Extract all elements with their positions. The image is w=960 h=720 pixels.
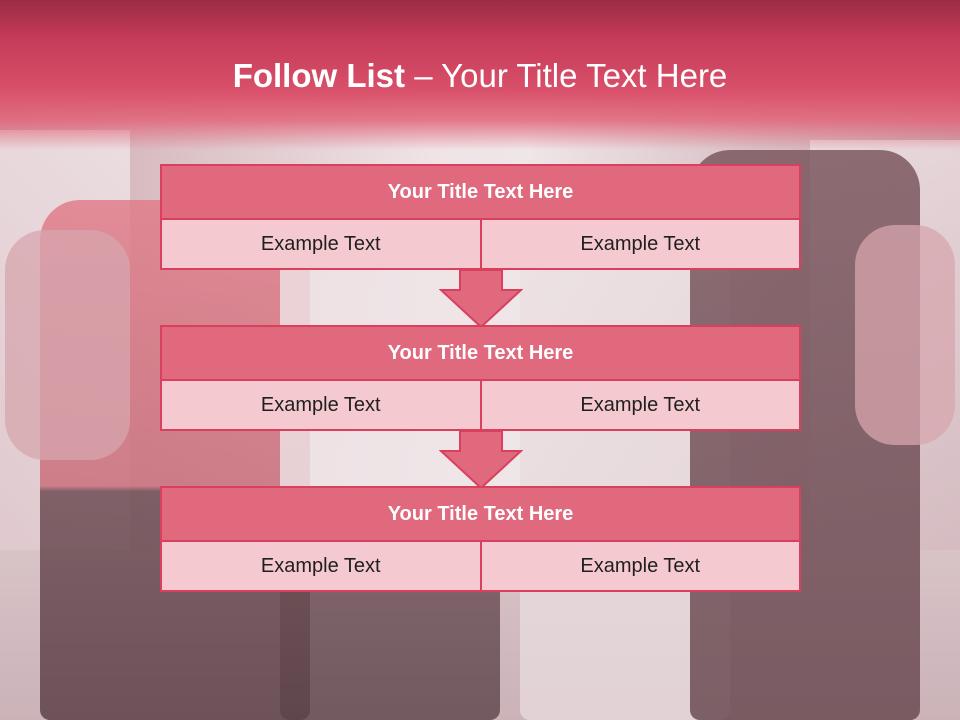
block-title: Your Title Text Here bbox=[160, 325, 801, 381]
header-band bbox=[0, 0, 960, 150]
block-cell-right: Example Text bbox=[481, 542, 801, 592]
block-row: Example Text Example Text bbox=[160, 381, 801, 431]
slide-title-rest: – Your Title Text Here bbox=[405, 57, 728, 94]
down-arrow-icon bbox=[439, 431, 523, 489]
block-row: Example Text Example Text bbox=[160, 220, 801, 270]
slide-title-bold: Follow List bbox=[232, 57, 406, 94]
thumbs-up-left bbox=[5, 230, 130, 460]
block-cell-left: Example Text bbox=[160, 542, 482, 592]
down-arrow-icon bbox=[439, 270, 523, 328]
block-cell-left: Example Text bbox=[160, 381, 482, 431]
list-block-1: Your Title Text Here Example Text Exampl… bbox=[160, 164, 801, 270]
slide-title: Follow List – Your Title Text Here bbox=[0, 54, 960, 98]
block-title: Your Title Text Here bbox=[160, 164, 801, 220]
block-cell-right: Example Text bbox=[481, 381, 801, 431]
thumbs-up-right bbox=[855, 225, 955, 445]
list-block-3: Your Title Text Here Example Text Exampl… bbox=[160, 486, 801, 592]
block-title: Your Title Text Here bbox=[160, 486, 801, 542]
block-cell-left: Example Text bbox=[160, 220, 482, 270]
block-row: Example Text Example Text bbox=[160, 542, 801, 592]
list-block-2: Your Title Text Here Example Text Exampl… bbox=[160, 325, 801, 431]
block-cell-right: Example Text bbox=[481, 220, 801, 270]
